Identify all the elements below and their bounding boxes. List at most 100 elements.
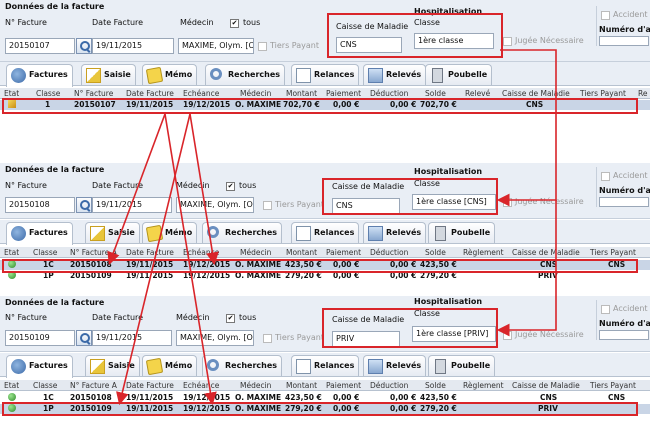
col-etat[interactable]: Etat xyxy=(4,248,20,257)
tab-memo[interactable]: Mémo xyxy=(142,64,198,85)
medecin-select[interactable]: MAXIME, Olym. [OIM] xyxy=(176,330,254,346)
col-date-facture[interactable]: Date Facture xyxy=(126,89,174,98)
col-caisse[interactable]: Caisse de Maladie xyxy=(502,89,570,98)
tous-checkbox[interactable]: ✔ xyxy=(230,19,239,28)
accident-checkbox[interactable] xyxy=(601,172,610,181)
no-facture-input[interactable]: 20150109 xyxy=(5,330,75,346)
jugee-necessaire-checkbox[interactable] xyxy=(503,198,512,207)
col-deduction[interactable]: Déduction xyxy=(370,248,409,257)
search-icon[interactable] xyxy=(76,38,92,54)
col-caisse[interactable]: Caisse de Maladie xyxy=(512,248,580,257)
table-row[interactable]: 1P 20150109 19/11/2015 19/12/2015 O. MAX… xyxy=(0,404,650,414)
col-paiement[interactable]: Paiement xyxy=(326,89,362,98)
col-date-facture[interactable]: Date Facture xyxy=(126,381,174,390)
jugee-necessaire-checkbox[interactable] xyxy=(503,331,512,340)
search-icon[interactable] xyxy=(76,330,92,346)
tiers-payant-label: Tiers Payant xyxy=(275,200,324,209)
col-paiement[interactable]: Paiement xyxy=(326,248,362,257)
col-medecin[interactable]: Médecin xyxy=(240,248,272,257)
col-etat[interactable]: Etat xyxy=(4,381,20,390)
col-releve[interactable]: Relevé xyxy=(465,89,491,98)
col-tiers-payant[interactable]: Tiers Payant xyxy=(590,381,636,390)
tab-releves[interactable]: Relevés xyxy=(363,222,427,243)
col-no-facture[interactable]: N° Facture A xyxy=(70,248,117,257)
tab-memo[interactable]: Mémo xyxy=(142,222,198,243)
date-facture-input[interactable]: 19/11/2015 xyxy=(92,197,172,213)
tiers-payant-checkbox[interactable] xyxy=(263,334,272,343)
accident-checkbox[interactable] xyxy=(601,11,610,20)
numero-accident-label: Numéro d'ac xyxy=(599,186,650,195)
col-montant[interactable]: Montant xyxy=(286,89,318,98)
classe-select[interactable]: 1ère classe [CNS] xyxy=(412,194,496,210)
col-paiement[interactable]: Paiement xyxy=(326,381,362,390)
medecin-label: Médecin xyxy=(180,18,214,27)
col-echeance[interactable]: Echéance xyxy=(183,89,220,98)
col-echeance[interactable]: Echéance xyxy=(183,248,220,257)
col-etat[interactable]: Etat xyxy=(4,89,20,98)
tous-checkbox[interactable]: ✔ xyxy=(226,182,235,191)
col-montant[interactable]: Montant xyxy=(286,248,318,257)
col-re[interactable]: Re xyxy=(638,89,648,98)
tab-poubelle[interactable]: Poubelle xyxy=(428,355,496,376)
tab-factures[interactable]: Factures xyxy=(6,355,73,378)
jugee-necessaire-checkbox[interactable] xyxy=(503,37,512,46)
date-facture-input[interactable]: 19/11/2015 xyxy=(92,38,174,54)
col-deduction[interactable]: Déduction xyxy=(370,89,409,98)
tab-recherches[interactable]: Recherches xyxy=(205,64,286,85)
search-icon[interactable] xyxy=(76,197,92,213)
tous-checkbox[interactable]: ✔ xyxy=(226,314,235,323)
medecin-select[interactable]: MAXIME, Olym. [OIM] xyxy=(178,38,254,54)
tab-saisie[interactable]: Saisie xyxy=(85,222,140,243)
tab-relances[interactable]: Relances xyxy=(291,355,360,376)
saisie-icon xyxy=(86,68,101,83)
tab-factures[interactable]: Factures xyxy=(6,64,73,87)
tab-saisie[interactable]: Saisie xyxy=(81,64,136,85)
col-solde[interactable]: Solde xyxy=(425,248,446,257)
no-facture-input[interactable]: 20150107 xyxy=(5,38,75,54)
date-facture-input[interactable]: 19/11/2015 xyxy=(92,330,172,346)
section-title: Données de la facture xyxy=(5,165,105,174)
tab-saisie[interactable]: Saisie xyxy=(85,355,140,376)
col-tiers-payant[interactable]: Tiers Payant xyxy=(580,89,626,98)
col-solde[interactable]: Solde xyxy=(425,89,446,98)
tab-releves[interactable]: Relevés xyxy=(363,355,427,376)
classe-select[interactable]: 1ère classe [PRIV] xyxy=(412,326,496,342)
col-reglement[interactable]: Règlement xyxy=(463,381,504,390)
tab-releves[interactable]: Relevés xyxy=(363,64,427,85)
tiers-payant-checkbox[interactable] xyxy=(263,201,272,210)
col-classe[interactable]: Classe xyxy=(33,381,58,390)
tab-poubelle[interactable]: Poubelle xyxy=(428,222,496,243)
col-tiers-payant[interactable]: Tiers Payant xyxy=(590,248,636,257)
col-no-facture[interactable]: N° Facture A xyxy=(70,381,117,390)
classe-select[interactable]: 1ère classe xyxy=(414,33,494,49)
col-no-facture[interactable]: N° Facture xyxy=(74,89,114,98)
col-echeance[interactable]: Echéance xyxy=(183,381,220,390)
memo-icon xyxy=(145,357,164,376)
col-solde[interactable]: Solde xyxy=(425,381,446,390)
tab-recherches[interactable]: Recherches xyxy=(202,222,283,243)
col-medecin[interactable]: Médecin xyxy=(240,89,272,98)
col-reglement[interactable]: Règlement xyxy=(463,248,504,257)
date-facture-label: Date Facture xyxy=(92,18,144,27)
no-facture-input[interactable]: 20150108 xyxy=(5,197,75,213)
numero-accident-input[interactable] xyxy=(599,36,649,46)
numero-accident-input[interactable] xyxy=(599,330,649,340)
col-classe[interactable]: Classe xyxy=(33,248,58,257)
tab-poubelle[interactable]: Poubelle xyxy=(425,64,493,85)
caisse-maladie-input[interactable]: CNS xyxy=(336,37,402,53)
accident-checkbox[interactable] xyxy=(601,305,610,314)
col-date-facture[interactable]: Date Facture xyxy=(126,248,174,257)
col-deduction[interactable]: Déduction xyxy=(370,381,409,390)
col-medecin[interactable]: Médecin xyxy=(240,381,272,390)
medecin-select[interactable]: MAXIME, Olym. [OIM] xyxy=(176,197,254,213)
tab-factures[interactable]: Factures xyxy=(6,222,73,245)
tiers-payant-checkbox[interactable] xyxy=(258,42,267,51)
tab-relances[interactable]: Relances xyxy=(291,222,360,243)
tab-recherches[interactable]: Recherches xyxy=(202,355,283,376)
tab-memo[interactable]: Mémo xyxy=(142,355,198,376)
col-caisse[interactable]: Caisse de Maladie xyxy=(512,381,580,390)
numero-accident-input[interactable] xyxy=(599,197,649,207)
tab-relances[interactable]: Relances xyxy=(291,64,360,85)
col-classe[interactable]: Classe xyxy=(36,89,61,98)
col-montant[interactable]: Montant xyxy=(286,381,318,390)
